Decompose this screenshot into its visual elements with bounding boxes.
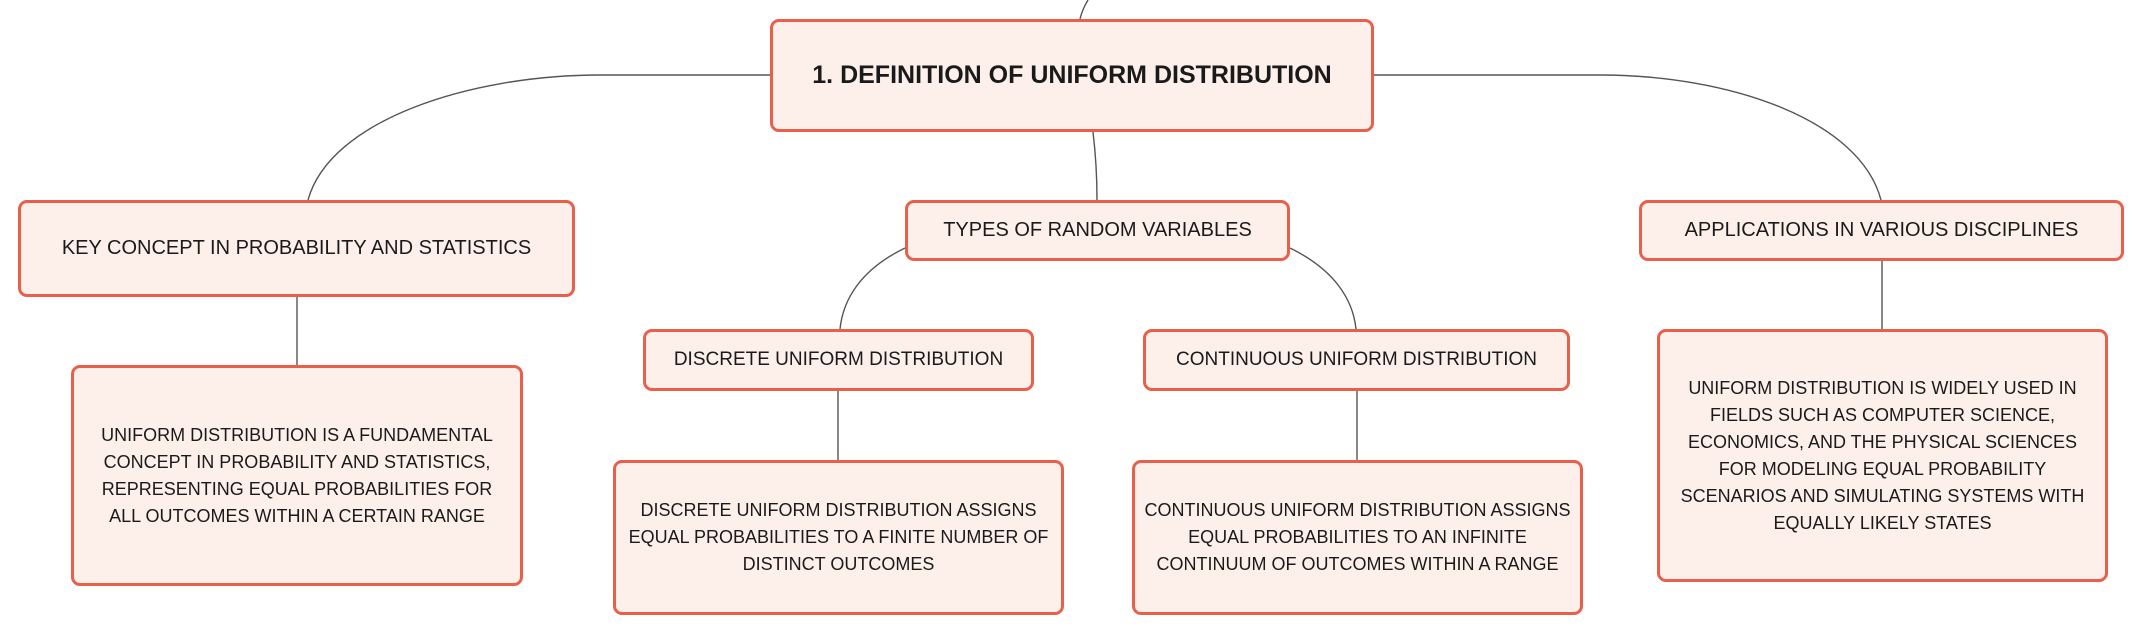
applications-description-text: UNIFORM DISTRIBUTION IS WIDELY USED IN F… [1680,377,2085,533]
connector-root-to-types [1092,131,1098,201]
connector-root-to-key [307,74,770,201]
types-of-random-variables-label: TYPES OF RANDOM VARIABLES [943,219,1252,241]
key-concept-node[interactable]: KEY CONCEPT IN PROBABILITY AND STATISTIC… [18,200,575,297]
connector-types-to-continuous [1289,247,1357,330]
discrete-uniform-node[interactable]: DISCRETE UNIFORM DISTRIBUTION [643,329,1034,391]
continuous-uniform-node[interactable]: CONTINUOUS UNIFORM DISTRIBUTION [1143,329,1570,391]
key-concept-label: KEY CONCEPT IN PROBABILITY AND STATISTIC… [61,237,532,259]
continuous-uniform-label: CONTINUOUS UNIFORM DISTRIBUTION [1176,349,1537,370]
applications-node[interactable]: APPLICATIONS IN VARIOUS DISCIPLINES [1639,200,2124,261]
connector-root-parent [1079,0,1089,20]
continuous-uniform-description-node[interactable]: CONTINUOUS UNIFORM DISTRIBUTION ASSIGNS … [1132,460,1583,615]
key-concept-description-text: UNIFORM DISTRIBUTION IS A FUNDAMENTAL CO… [101,424,493,526]
types-of-random-variables-node[interactable]: TYPES OF RANDOM VARIABLES [905,200,1290,261]
discrete-uniform-label: DISCRETE UNIFORM DISTRIBUTION [673,349,1004,370]
root-node-label: 1. DEFINITION OF UNIFORM DISTRIBUTION [812,61,1332,89]
connector-types-to-discrete [839,247,906,330]
continuous-uniform-description-text: CONTINUOUS UNIFORM DISTRIBUTION ASSIGNS … [1144,500,1571,574]
key-concept-description-node[interactable]: UNIFORM DISTRIBUTION IS A FUNDAMENTAL CO… [71,365,523,586]
discrete-uniform-description-node[interactable]: DISCRETE UNIFORM DISTRIBUTION ASSIGNS EQ… [613,460,1064,615]
applications-description-node[interactable]: UNIFORM DISTRIBUTION IS WIDELY USED IN F… [1657,329,2108,582]
root-node[interactable]: 1. DEFINITION OF UNIFORM DISTRIBUTION [770,19,1374,132]
applications-label: APPLICATIONS IN VARIOUS DISCIPLINES [1684,219,2079,241]
discrete-uniform-description-text: DISCRETE UNIFORM DISTRIBUTION ASSIGNS EQ… [628,500,1049,574]
connector-root-to-apps [1374,74,1882,201]
